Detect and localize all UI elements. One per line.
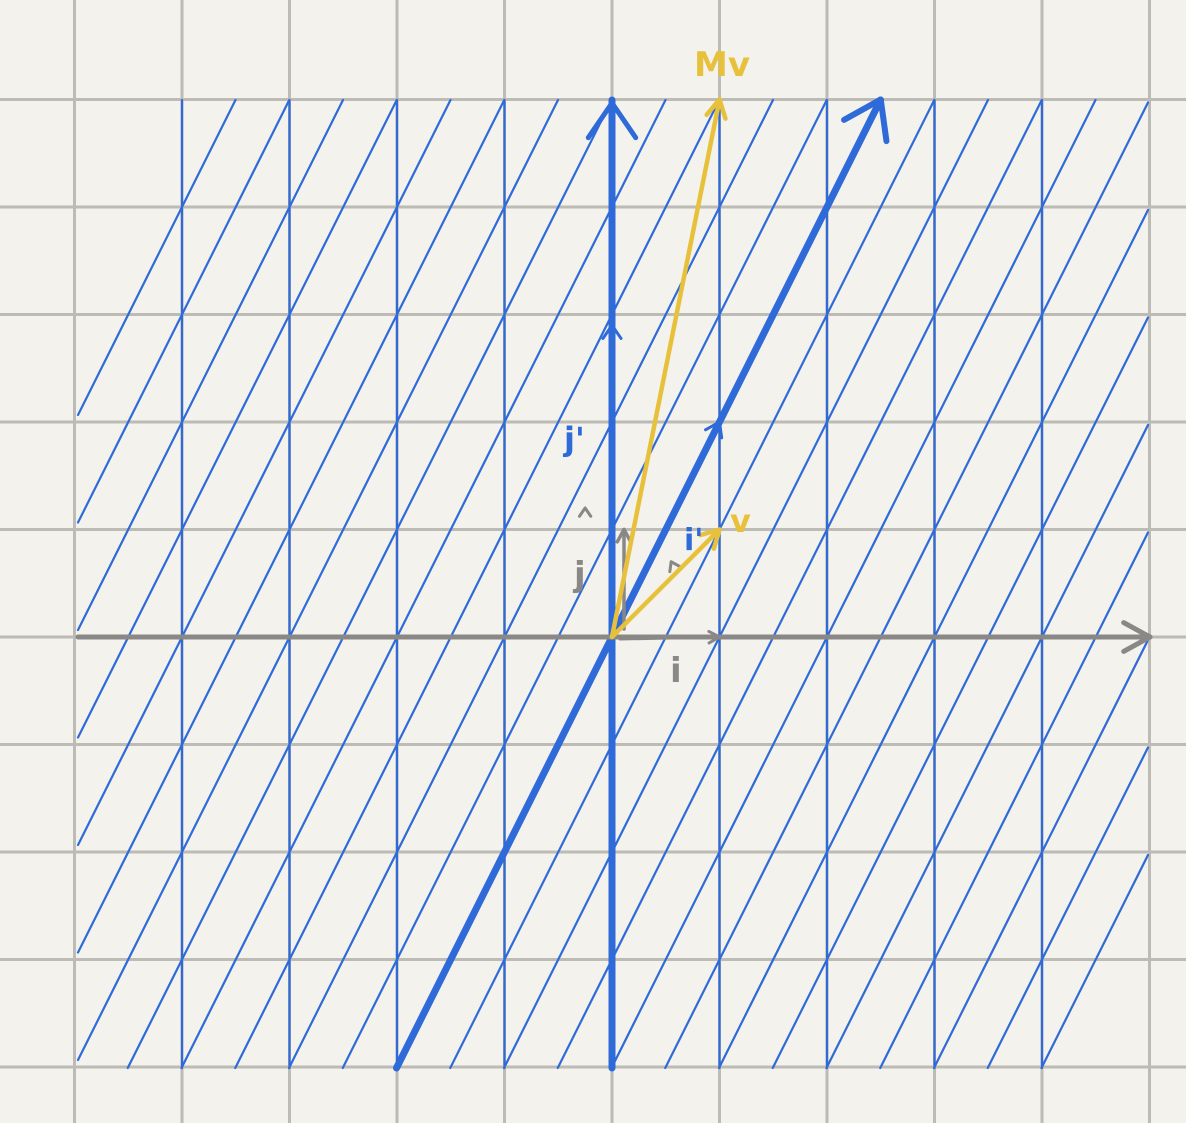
label-i: i	[670, 651, 682, 691]
x-axis-head	[1121, 620, 1153, 654]
y-axis-arrowhead	[585, 100, 639, 141]
vector-v-shaft	[609, 527, 722, 640]
transformed-gridline	[664, 101, 1150, 1070]
vector-v	[609, 527, 722, 640]
basis-i-arrow	[618, 629, 721, 645]
transformed-gridline	[76, 98, 506, 954]
transformed-gridline	[76, 98, 291, 524]
basis-i-arrow-head	[707, 629, 721, 645]
vector-Mv-shaft	[609, 97, 722, 640]
transformed-gridline	[393, 96, 884, 1072]
transformed-gridline	[1040, 853, 1150, 1070]
transformed-gridline	[825, 423, 1150, 1070]
transformed-gridline	[341, 98, 828, 1070]
transformed-gridline	[126, 98, 613, 1070]
transformed-gridline	[287, 98, 775, 1070]
j-prime-marker	[601, 323, 623, 340]
basis-j-mark	[577, 506, 593, 518]
i-prime-marker	[704, 420, 724, 440]
transformed-gridline	[180, 98, 667, 1070]
vector-v-head	[698, 527, 722, 551]
transformed-gridline	[76, 98, 452, 847]
transformed-gridline	[76, 98, 237, 417]
vectors	[577, 97, 728, 645]
label-j-prime: j'	[562, 420, 585, 458]
transformed-gridline	[556, 98, 1043, 1070]
label-i-prime: i'	[684, 523, 703, 558]
transformed-gridline	[932, 638, 1150, 1070]
transformed-gridline	[986, 746, 1150, 1070]
label-v: v	[730, 502, 751, 540]
transformed-gridline	[76, 98, 560, 1062]
transformed-gridline	[449, 98, 936, 1070]
transformed-gridline	[771, 316, 1150, 1070]
transformed-gridline	[610, 98, 1097, 1070]
transformed-gridline	[234, 98, 721, 1070]
label-Mv: Mv	[694, 45, 750, 85]
transformed-gridline	[76, 98, 345, 632]
basis-j-arrow-head	[615, 527, 633, 544]
transformed-gridline	[76, 98, 398, 739]
vector-Mv	[609, 97, 728, 640]
transformed-gridline	[502, 98, 990, 1070]
basis-i-arrow-shaft	[618, 635, 721, 641]
label-j: j	[572, 555, 586, 595]
transformed-gridline	[879, 531, 1150, 1070]
transformed-x-axis-arrowhead	[841, 96, 890, 145]
basis-i-prime-mark	[668, 560, 682, 574]
labels: Mv v i' j' j i	[562, 45, 751, 691]
vector-Mv-head	[704, 97, 728, 121]
transformed-grid	[76, 96, 1150, 1072]
